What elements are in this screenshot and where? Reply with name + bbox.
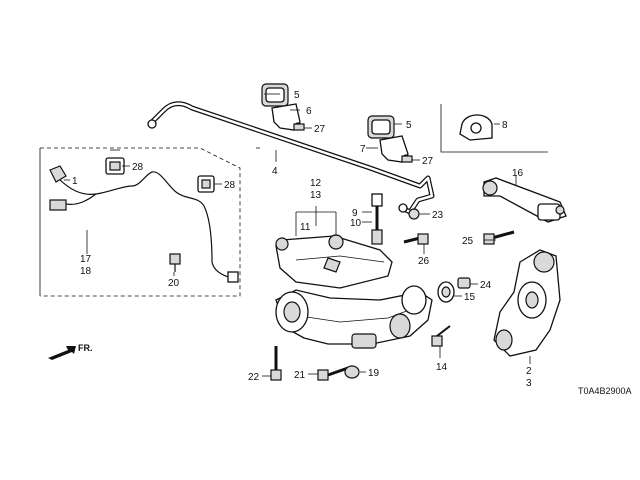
bushing-left <box>261 83 289 107</box>
leader-lines <box>64 93 531 377</box>
wire-clip-28-left <box>105 157 125 175</box>
wire-clip-28-right <box>197 175 215 193</box>
bolt-20 <box>169 253 181 272</box>
label-28-left: 28 <box>132 162 144 173</box>
label-12: 12 <box>310 178 322 189</box>
trailing-arm <box>482 177 567 223</box>
label-28-right: 28 <box>224 180 236 191</box>
label-22: 22 <box>248 372 260 383</box>
label-15: 15 <box>464 292 476 303</box>
label-8: 8 <box>502 120 508 131</box>
bolt-21 <box>317 366 349 381</box>
label-5-right: 5 <box>406 120 412 131</box>
label-9: 9 <box>352 208 358 219</box>
label-2: 2 <box>526 366 532 377</box>
nut-23 <box>408 208 420 220</box>
bolt-22 <box>270 346 282 381</box>
label-7: 7 <box>360 144 366 155</box>
label-18: 18 <box>80 266 92 277</box>
direction-label: FR. <box>78 343 93 353</box>
nut-24 <box>457 277 471 289</box>
wire-clip-1 <box>49 165 67 183</box>
label-11: 11 <box>300 222 311 233</box>
label-26: 26 <box>418 256 430 267</box>
lower-arm <box>275 285 433 349</box>
label-20: 20 <box>168 278 180 289</box>
label-3: 3 <box>526 378 532 389</box>
label-17: 17 <box>80 254 92 265</box>
label-14: 14 <box>436 362 448 373</box>
label-4: 4 <box>272 166 278 177</box>
bushing-right <box>367 115 395 139</box>
label-13: 13 <box>310 190 322 201</box>
stabilizer-link <box>371 193 383 245</box>
label-27-right: 27 <box>422 156 434 167</box>
label-1: 1 <box>72 176 78 187</box>
bracket-inset <box>459 114 493 141</box>
upper-arm <box>275 234 393 289</box>
label-10: 10 <box>350 218 362 229</box>
diagram-code: T0A4B2900A <box>578 386 632 396</box>
part-labels: 1 2 3 4 5 5 6 7 8 9 10 11 12 13 14 15 16… <box>72 90 532 389</box>
bolt-25 <box>483 230 515 245</box>
bushing-15 <box>437 281 455 303</box>
stabilizer-bar <box>147 101 435 215</box>
label-23: 23 <box>432 210 444 221</box>
label-5-left: 5 <box>294 90 300 101</box>
nut-19 <box>344 365 360 379</box>
bolt-27-right <box>401 155 413 163</box>
bolt-27-left <box>293 123 305 131</box>
bolt-26 <box>403 233 429 245</box>
label-24: 24 <box>480 280 492 291</box>
label-16: 16 <box>512 168 524 179</box>
label-19: 19 <box>368 368 380 379</box>
knuckle <box>493 249 561 357</box>
bolt-14 <box>431 325 451 347</box>
abs-sensor-wire <box>49 171 239 283</box>
label-25: 25 <box>462 236 474 247</box>
inset-box <box>440 104 548 153</box>
label-6: 6 <box>306 106 312 117</box>
front-direction-arrow: FR. <box>48 343 93 360</box>
label-27-left: 27 <box>314 124 326 135</box>
sensor-group-box <box>39 147 241 297</box>
label-21: 21 <box>294 370 306 381</box>
